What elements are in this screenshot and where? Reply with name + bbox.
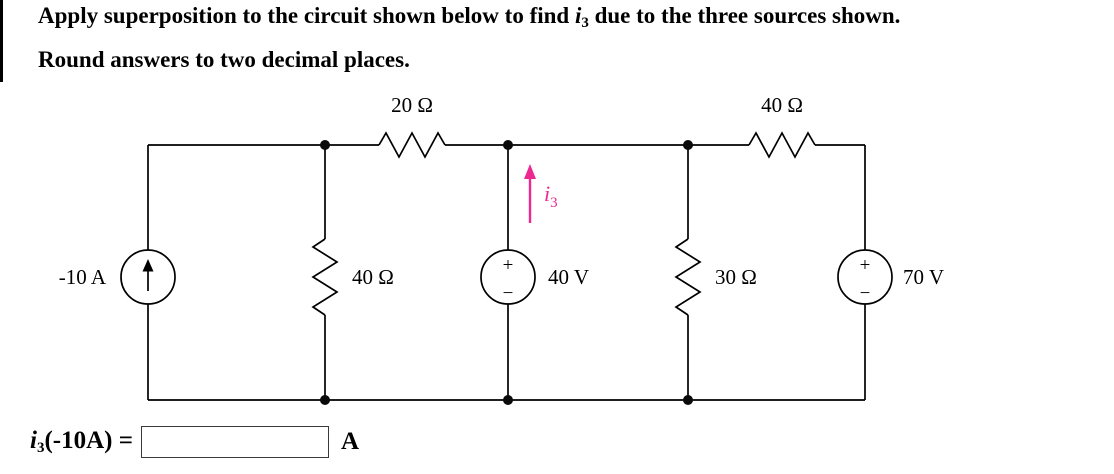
voltage-source-right-plus: + <box>860 255 871 276</box>
node-dot <box>503 395 513 405</box>
node-dot <box>683 140 693 150</box>
resistor-branch-right: 30 Ω <box>674 238 757 316</box>
resistor-top-right: 40 Ω <box>748 93 816 159</box>
resistor-top-left: 20 Ω <box>378 93 446 159</box>
voltage-source-mid-plus: + <box>503 255 514 276</box>
voltage-source-mid-minus: − <box>503 283 514 304</box>
question-i-subscript: 3 <box>581 15 589 31</box>
current-source: -10 A <box>59 249 176 305</box>
answer-unit: A <box>340 428 360 455</box>
question-line1-pre: Apply superposition to the circuit shown… <box>38 3 575 28</box>
resistor-top-left-label: 20 Ω <box>391 93 433 117</box>
question-i-variable: i <box>574 3 582 28</box>
resistor-top-right-label: 40 Ω <box>761 93 803 117</box>
question-line-1: Apply superposition to the circuit shown… <box>38 2 1108 33</box>
voltage-source-right-minus: − <box>860 283 871 304</box>
current-arrow-i3: i3 <box>524 164 558 223</box>
voltage-source-mid: + − 40 V <box>480 249 589 305</box>
node-dots <box>320 140 693 405</box>
node-dot <box>683 395 693 405</box>
answer-label-subscript: 3 <box>36 440 45 456</box>
resistor-branch-left-label: 40 Ω <box>352 265 394 289</box>
resistor-branch-left: 40 Ω <box>311 238 394 316</box>
answer-input[interactable] <box>140 426 329 458</box>
voltage-source-right: + − 70 V <box>837 249 944 305</box>
node-dot <box>503 140 513 150</box>
answer-label: i3(-10A) = <box>30 427 133 457</box>
question-text: Apply superposition to the circuit shown… <box>38 2 1108 75</box>
question-line1-post: due to the three sources shown. <box>588 3 901 28</box>
answer-label-variable: i <box>30 427 37 454</box>
current-source-arrow-head <box>142 259 154 272</box>
resistor-branch-right-label: 30 Ω <box>715 265 757 289</box>
voltage-source-right-label: 70 V <box>903 265 944 289</box>
circuit-wires <box>147 144 866 401</box>
answer-label-rest: (-10A) = <box>44 427 133 454</box>
i3-arrow-head <box>524 164 536 179</box>
left-border-rule <box>0 0 3 82</box>
question-line-2: Round answers to two decimal places. <box>38 46 410 72</box>
node-dot <box>320 140 330 150</box>
current-source-label: -10 A <box>59 265 107 289</box>
node-dot <box>320 395 330 405</box>
voltage-source-mid-label: 40 V <box>548 265 589 289</box>
i3-arrow-label: i3 <box>544 181 558 211</box>
answer-row: i3(-10A) = A <box>30 424 359 460</box>
